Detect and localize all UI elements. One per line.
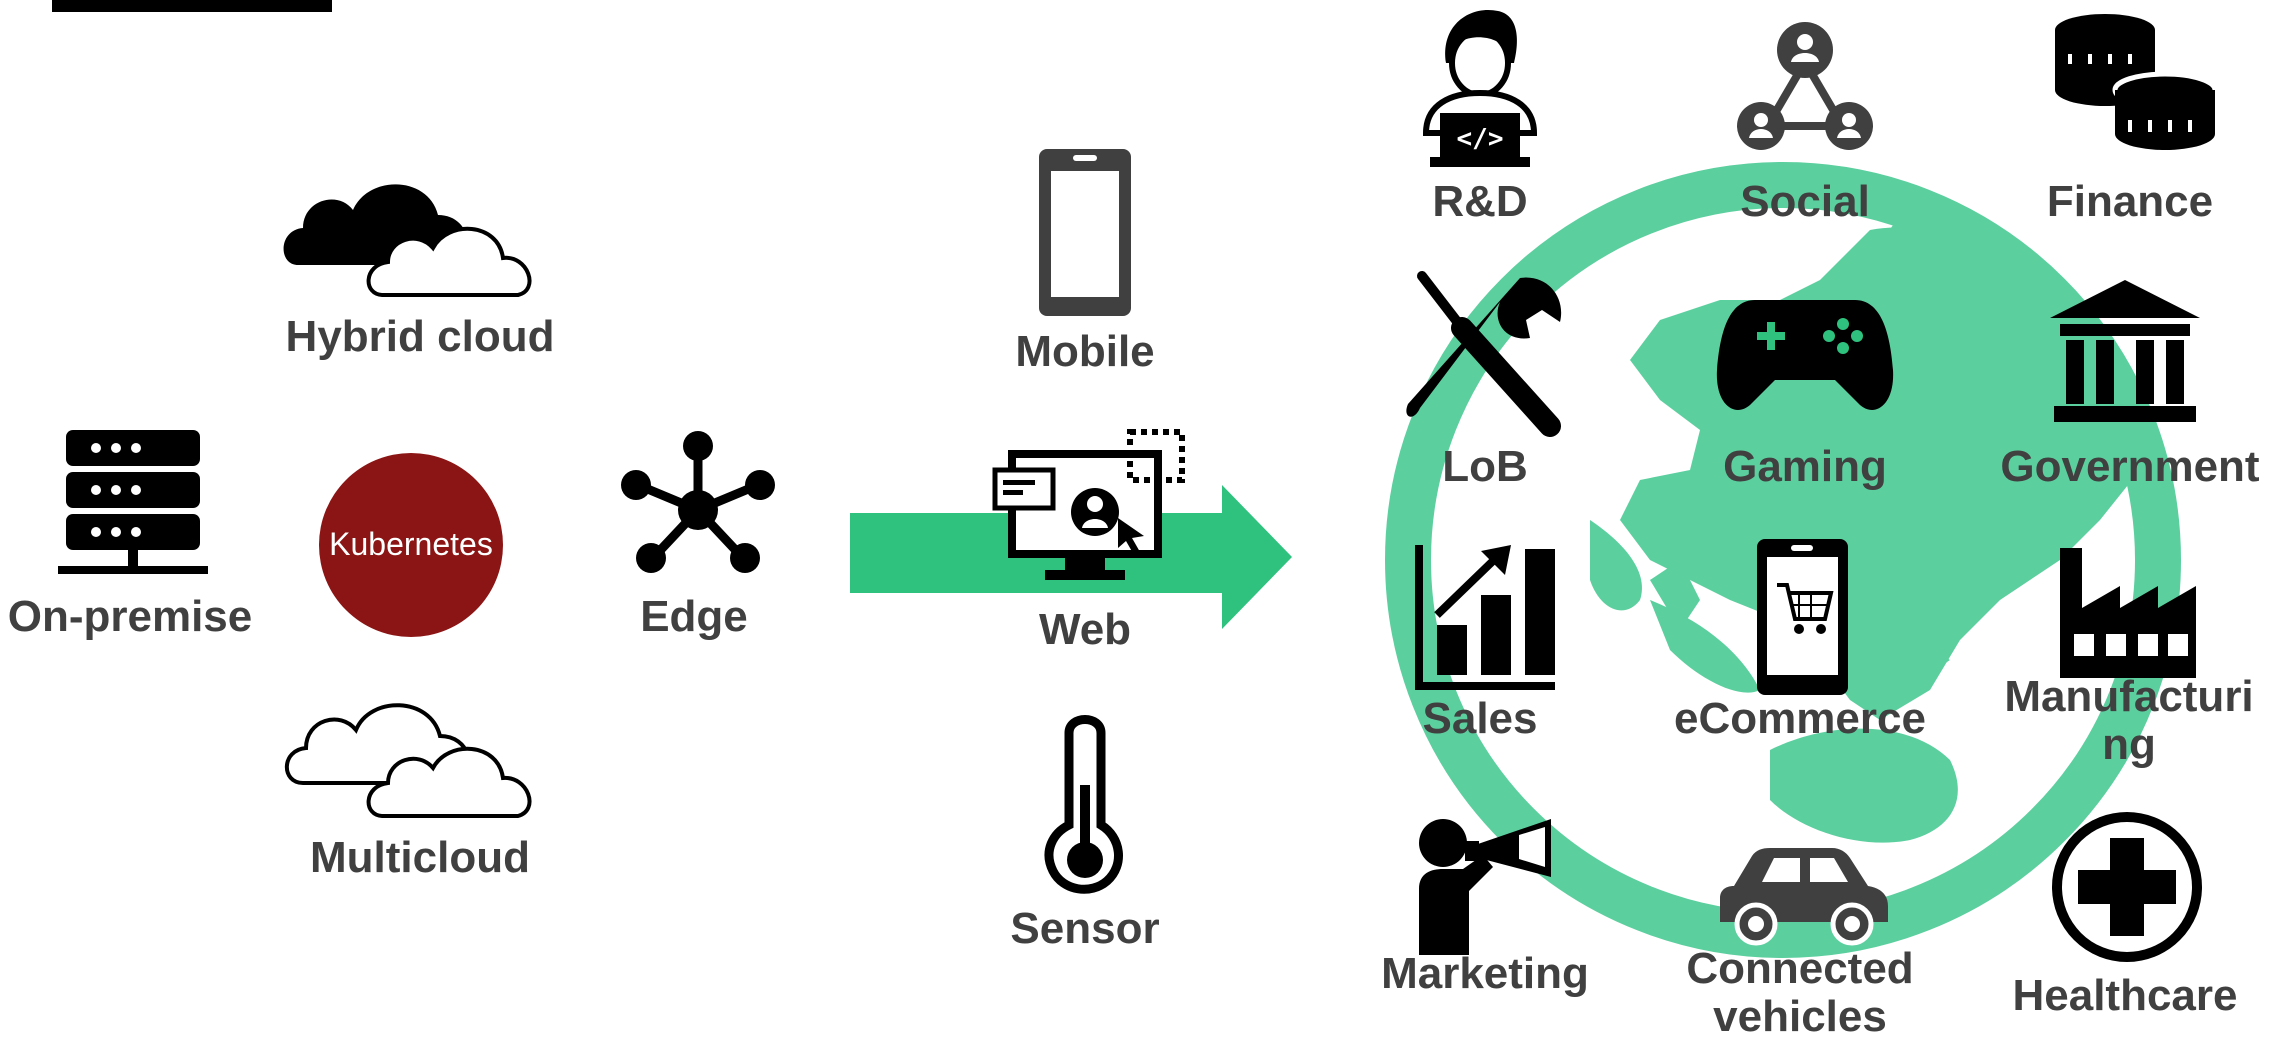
hybrid-cloud-label: Hybrid cloud	[285, 312, 555, 361]
lob-label: LoB	[1442, 442, 1528, 491]
hybrid-cloud-icon	[283, 184, 532, 297]
factory-icon	[2060, 548, 2196, 678]
kubernetes-badge	[319, 453, 503, 637]
server-icon	[58, 430, 208, 574]
mobile-phone-icon	[1039, 149, 1131, 316]
multicloud-icon	[284, 703, 532, 818]
web-monitor-icon	[992, 429, 1185, 580]
manufacturing-label: Manufacturing	[2004, 672, 2254, 770]
healthcare-cross-icon	[2052, 812, 2202, 962]
megaphone-icon	[1419, 819, 1551, 955]
sensor-label: Sensor	[1010, 904, 1160, 953]
healthcare-label: Healthcare	[2012, 971, 2238, 1020]
coins-icon	[2055, 14, 2218, 150]
connected-vehicles-label: Connected vehicles	[1686, 944, 1914, 1042]
gaming-label: Gaming	[1723, 442, 1887, 491]
finance-label: Finance	[2046, 177, 2214, 226]
header-bar	[52, 0, 332, 12]
on-premise-label: On-premise	[7, 592, 253, 641]
edge-label: Edge	[640, 592, 748, 641]
thermometer-icon	[1044, 715, 1123, 894]
government-building-icon	[2050, 280, 2200, 422]
marketing-label: Marketing	[1381, 949, 1589, 998]
ecommerce-label: eCommerce	[1674, 694, 1926, 743]
sales-label: Sales	[1422, 694, 1538, 743]
social-label: Social	[1740, 177, 1870, 226]
edge-hub-icon	[621, 431, 775, 573]
svg-text:</>: </>	[1457, 124, 1504, 154]
web-label: Web	[1038, 605, 1132, 654]
car-icon	[1720, 848, 1888, 946]
government-label: Government	[2000, 442, 2260, 491]
ecommerce-phone-icon	[1757, 539, 1848, 695]
multicloud-label: Multicloud	[310, 833, 530, 882]
rd-label: R&D	[1432, 177, 1528, 226]
social-network-icon	[1737, 22, 1873, 150]
developer-icon: </>	[1422, 9, 1538, 167]
mobile-label: Mobile	[1015, 327, 1155, 376]
sales-chart-icon	[1415, 545, 1555, 690]
gamepad-icon	[1716, 300, 1894, 410]
tools-icon	[1406, 271, 1562, 437]
kubernetes-label: Kubernetes	[329, 526, 493, 562]
